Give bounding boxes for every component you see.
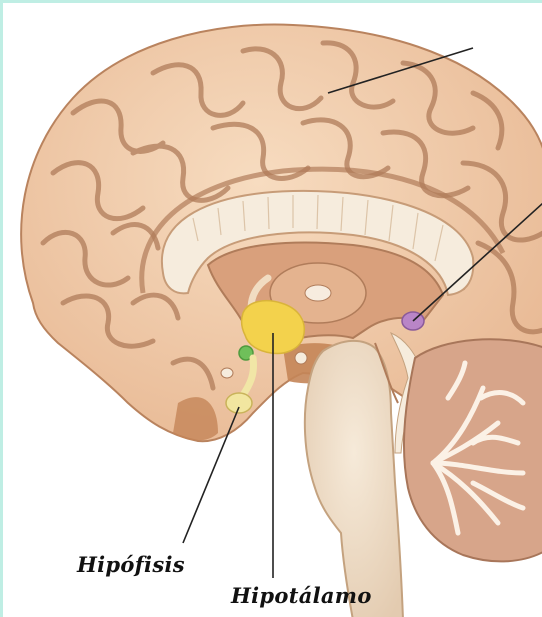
pituitary-gland	[226, 393, 252, 413]
label-hipotalamo: Hipotálamo	[231, 583, 372, 608]
mammillary-body	[295, 352, 307, 364]
label-hipofisis: Hipófisis	[77, 552, 185, 577]
cerebellum	[404, 339, 542, 561]
interthalamic-adhesion	[305, 285, 331, 301]
brain-sagittal-illustration	[3, 3, 542, 617]
anterior-commissure	[221, 368, 233, 378]
